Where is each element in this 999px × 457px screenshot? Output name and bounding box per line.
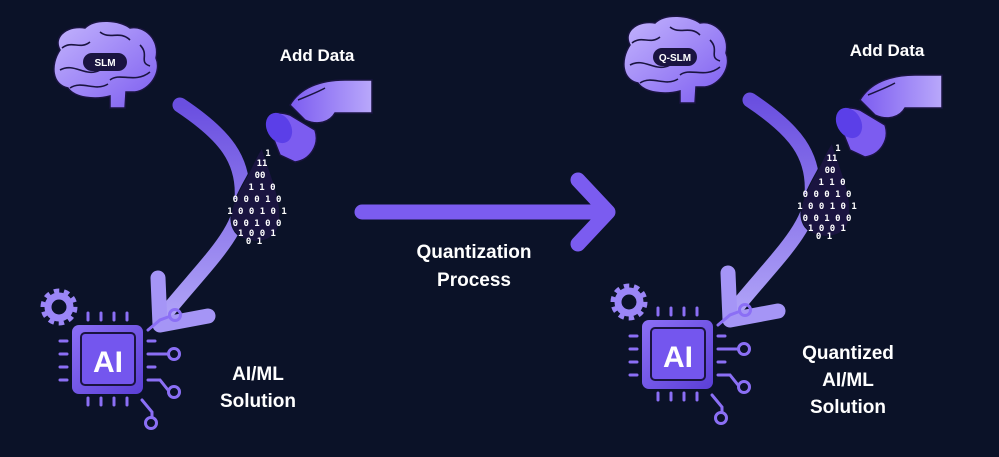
add-data-label: Add Data: [850, 41, 925, 60]
svg-text:1 0 0 1 0 1: 1 0 0 1 0 1: [797, 202, 857, 212]
svg-text:1 0 0 1: 1 0 0 1: [808, 224, 846, 234]
svg-text:1 0 0 1: 1 0 0 1: [238, 229, 276, 239]
solution-label: Quantized AI/ML Solution: [802, 343, 894, 418]
solution-label: AI/ML Solution: [220, 364, 296, 412]
panel-q-slm: Q-SLM Add Data 1 11 00 1 1 0 0 0 0 1 0 1…: [610, 15, 943, 425]
ai-chip-icon: AI: [610, 283, 752, 425]
binary-digits: 1 11 00 1 1 0 0 0 0 1 0 1 0 0 1 0 1 0 0 …: [797, 144, 857, 242]
svg-text:Solution: Solution: [220, 391, 296, 412]
model-label: SLM: [94, 58, 115, 69]
svg-text:Quantized: Quantized: [802, 343, 894, 364]
svg-text:0 1: 0 1: [246, 237, 262, 247]
svg-text:0 0 0 1 0: 0 0 0 1 0: [803, 190, 852, 200]
data-stream-icon: 1 11 00 1 1 0 0 0 0 1 0 1 0 0 1 0 1 0 0 …: [797, 141, 857, 242]
brain-icon: SLM: [53, 20, 159, 109]
svg-text:AI/ML: AI/ML: [822, 370, 874, 391]
svg-text:1: 1: [265, 149, 270, 159]
chip-label: AI: [663, 341, 693, 374]
svg-text:0 0 1 0 0: 0 0 1 0 0: [233, 219, 282, 229]
binary-digits: 1 11 00 1 1 0 0 0 0 1 0 1 0 0 1 0 1 0 0 …: [227, 149, 287, 247]
add-data-label: Add Data: [280, 46, 355, 65]
process-label-line1: Quantization: [416, 242, 531, 263]
panel-slm: SLM Add Data 1 11 00 1 1 0 0 0 0 1 0 1 0…: [40, 20, 373, 430]
svg-text:Solution: Solution: [810, 397, 886, 418]
gear-icon: [610, 283, 648, 321]
process-arrow-icon: [354, 172, 616, 252]
model-pill: [83, 53, 127, 71]
svg-text:1 0 0 1 0 1: 1 0 0 1 0 1: [227, 207, 287, 217]
data-stream-icon: 1 11 00 1 1 0 0 0 0 1 0 1 0 0 1 0 1 0 0 …: [227, 146, 287, 247]
svg-text:1: 1: [835, 144, 840, 154]
gear-icon: [40, 288, 78, 326]
model-label: Q-SLM: [659, 53, 691, 64]
svg-text:00: 00: [255, 171, 266, 181]
svg-text:1 1 0: 1 1 0: [818, 178, 845, 188]
svg-text:00: 00: [825, 166, 836, 176]
svg-text:11: 11: [257, 159, 268, 169]
hand-pouring-icon: [265, 79, 373, 163]
ai-chip-icon: AI: [40, 288, 182, 430]
svg-text:0 1: 0 1: [816, 232, 832, 242]
svg-text:1 1 0: 1 1 0: [248, 183, 275, 193]
chip-label: AI: [93, 346, 123, 379]
svg-text:AI/ML: AI/ML: [232, 364, 284, 385]
hand-pouring-icon: [835, 74, 943, 158]
svg-text:11: 11: [827, 154, 838, 164]
svg-text:0 0 0 1 0: 0 0 0 1 0: [233, 195, 282, 205]
svg-text:0 0 1 0 0: 0 0 1 0 0: [803, 214, 852, 224]
process-label-line2: Process: [437, 270, 511, 291]
brain-icon: Q-SLM: [623, 15, 729, 104]
model-pill: [653, 48, 697, 66]
